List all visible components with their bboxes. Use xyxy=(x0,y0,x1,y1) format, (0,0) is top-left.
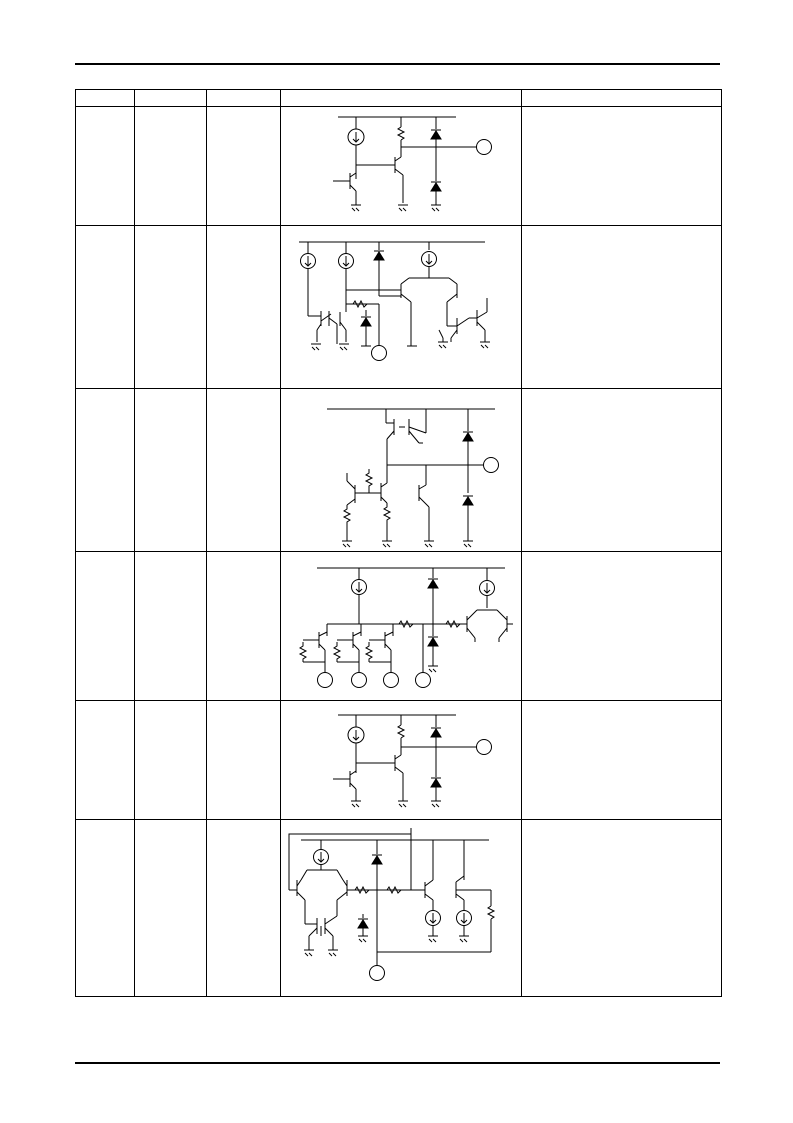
function-cell xyxy=(206,106,281,226)
equivalent-circuit-cell xyxy=(280,106,522,226)
description-cell xyxy=(521,700,722,820)
header-cell xyxy=(280,89,522,107)
header-cell xyxy=(134,89,207,107)
table-row xyxy=(75,225,722,389)
table-row xyxy=(75,700,722,820)
pin-name-cell xyxy=(134,388,207,552)
description-cell xyxy=(521,388,722,552)
function-cell xyxy=(206,551,281,701)
equivalent-circuit-cell xyxy=(280,819,522,997)
equivalent-circuit-diagram xyxy=(333,116,492,212)
pin-number-cell xyxy=(75,551,135,701)
equivalent-circuit-diagram xyxy=(333,714,492,808)
equivalent-circuit-cell xyxy=(280,551,522,701)
description-cell xyxy=(521,551,722,701)
equivalent-circuit-diagram xyxy=(298,567,513,688)
header-cell xyxy=(75,89,135,107)
equivalent-circuit-diagram xyxy=(288,828,496,981)
pin-description-table xyxy=(75,89,722,997)
table-row xyxy=(75,388,722,552)
description-cell xyxy=(521,106,722,226)
equivalent-circuit-cell xyxy=(280,388,522,552)
pin-number-cell xyxy=(75,700,135,820)
table-header-row xyxy=(75,89,722,107)
pin-name-cell xyxy=(134,551,207,701)
header-cell xyxy=(206,89,281,107)
equivalent-circuit-cell xyxy=(280,700,522,820)
function-cell xyxy=(206,388,281,552)
description-cell xyxy=(521,225,722,389)
pin-name-cell xyxy=(134,700,207,820)
top-rule xyxy=(75,63,720,65)
table-row xyxy=(75,551,722,701)
pin-number-cell xyxy=(75,388,135,552)
equivalent-circuit-cell xyxy=(280,225,522,389)
equivalent-circuit-diagram xyxy=(299,241,490,361)
pin-number-cell xyxy=(75,106,135,226)
function-cell xyxy=(206,700,281,820)
description-cell xyxy=(521,819,722,997)
pin-name-cell xyxy=(134,819,207,997)
table-row xyxy=(75,106,722,226)
bottom-rule xyxy=(75,1062,720,1064)
table-row xyxy=(75,819,722,997)
equivalent-circuit-diagram xyxy=(327,408,499,548)
function-cell xyxy=(206,225,281,389)
pin-number-cell xyxy=(75,225,135,389)
pin-name-cell xyxy=(134,225,207,389)
pin-number-cell xyxy=(75,819,135,997)
header-cell xyxy=(521,89,722,107)
pin-name-cell xyxy=(134,106,207,226)
function-cell xyxy=(206,819,281,997)
